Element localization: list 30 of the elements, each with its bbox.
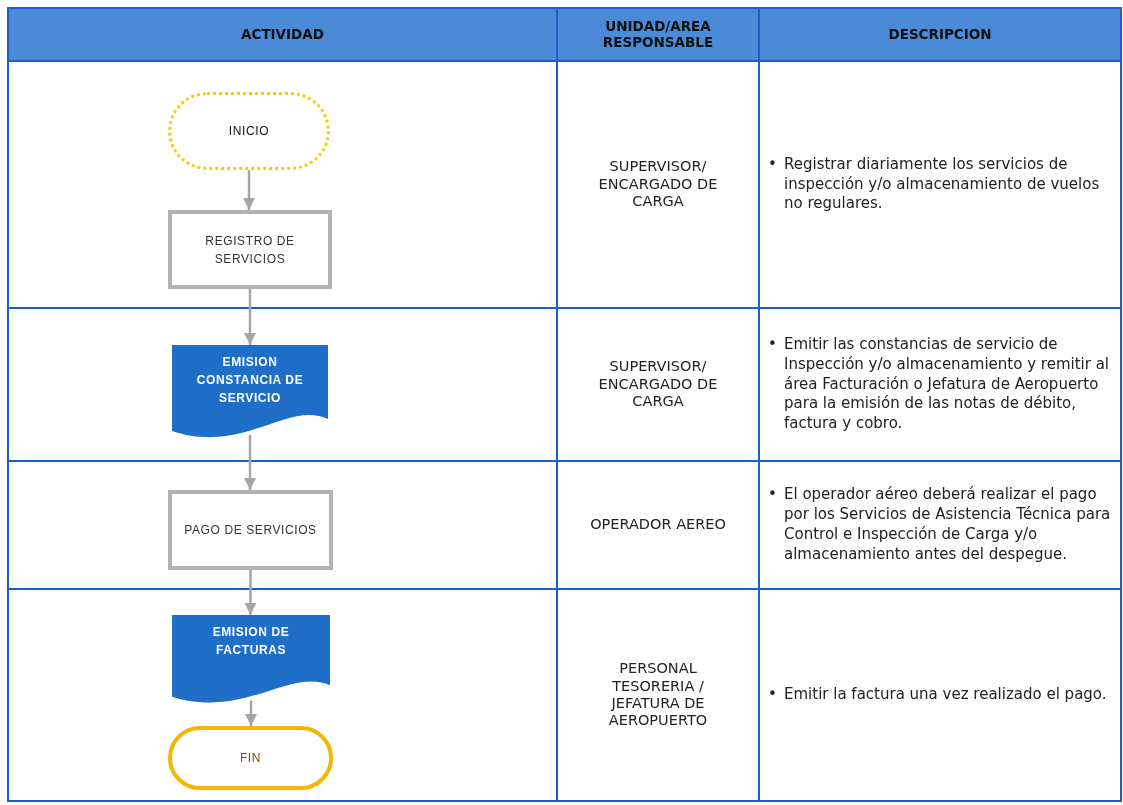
end-terminator [168, 726, 333, 790]
arrow [244, 570, 257, 615]
node-label: INICIO [228, 123, 270, 140]
responsible-unit-text: SUPERVISOR/ ENCARGADO DE CARGA [597, 158, 719, 211]
column-header: ACTIVIDAD [241, 26, 324, 43]
description-text: El operador aéreo deberá realizar el pago por los Servicios de Asistencia Técnica para Control e Inspección de Carga y/o almacenamiento antes del despegue. [784, 485, 1112, 565]
description-text: Emitir la factura una vez realizado el pago. [784, 685, 1108, 705]
bullet-mark: • [768, 685, 778, 705]
responsible-unit-text: SUPERVISOR/ ENCARGADO DE CARGA [597, 358, 719, 411]
arrow [244, 700, 258, 726]
node-label: REGISTRO DE SERVICIOS [204, 232, 296, 268]
description-text: Emitir las constancias de servicio de Inspección y/o almacenamiento y remitir al área Facturación o Jefatura de Aeropuerto para la emisión de las notas de débito, factura y cobro. [784, 335, 1110, 434]
bullet-mark: • [768, 485, 778, 506]
column-header: UNIDAD/AREA RESPONSABLE [601, 19, 715, 50]
bullet-mark: • [768, 154, 778, 175]
responsible-unit-text: OPERADOR AEREO [589, 516, 727, 534]
arrow [242, 170, 256, 210]
description-text: Registrar diariamente los servicios de inspección y/o almacenamiento de vuelos no regulares. [784, 154, 1101, 215]
process-box [168, 210, 332, 289]
bullet-mark: • [768, 335, 778, 355]
arrow [243, 435, 257, 490]
node-label: PAGO DE SERVICIOS [184, 522, 317, 539]
node-label: EMISION DE FACTURAS [211, 624, 291, 659]
responsible-unit-text: PERSONAL TESORERIA / JEFATURA DE AEROPUERTO [607, 660, 709, 730]
process-box [168, 490, 333, 570]
arrow [243, 289, 257, 345]
column-header: DESCRIPCION [888, 26, 992, 43]
node-label: FIN [239, 750, 262, 767]
start-terminator [168, 92, 330, 170]
node-label: EMISION CONSTANCIA DE SERVICIO [195, 354, 305, 407]
